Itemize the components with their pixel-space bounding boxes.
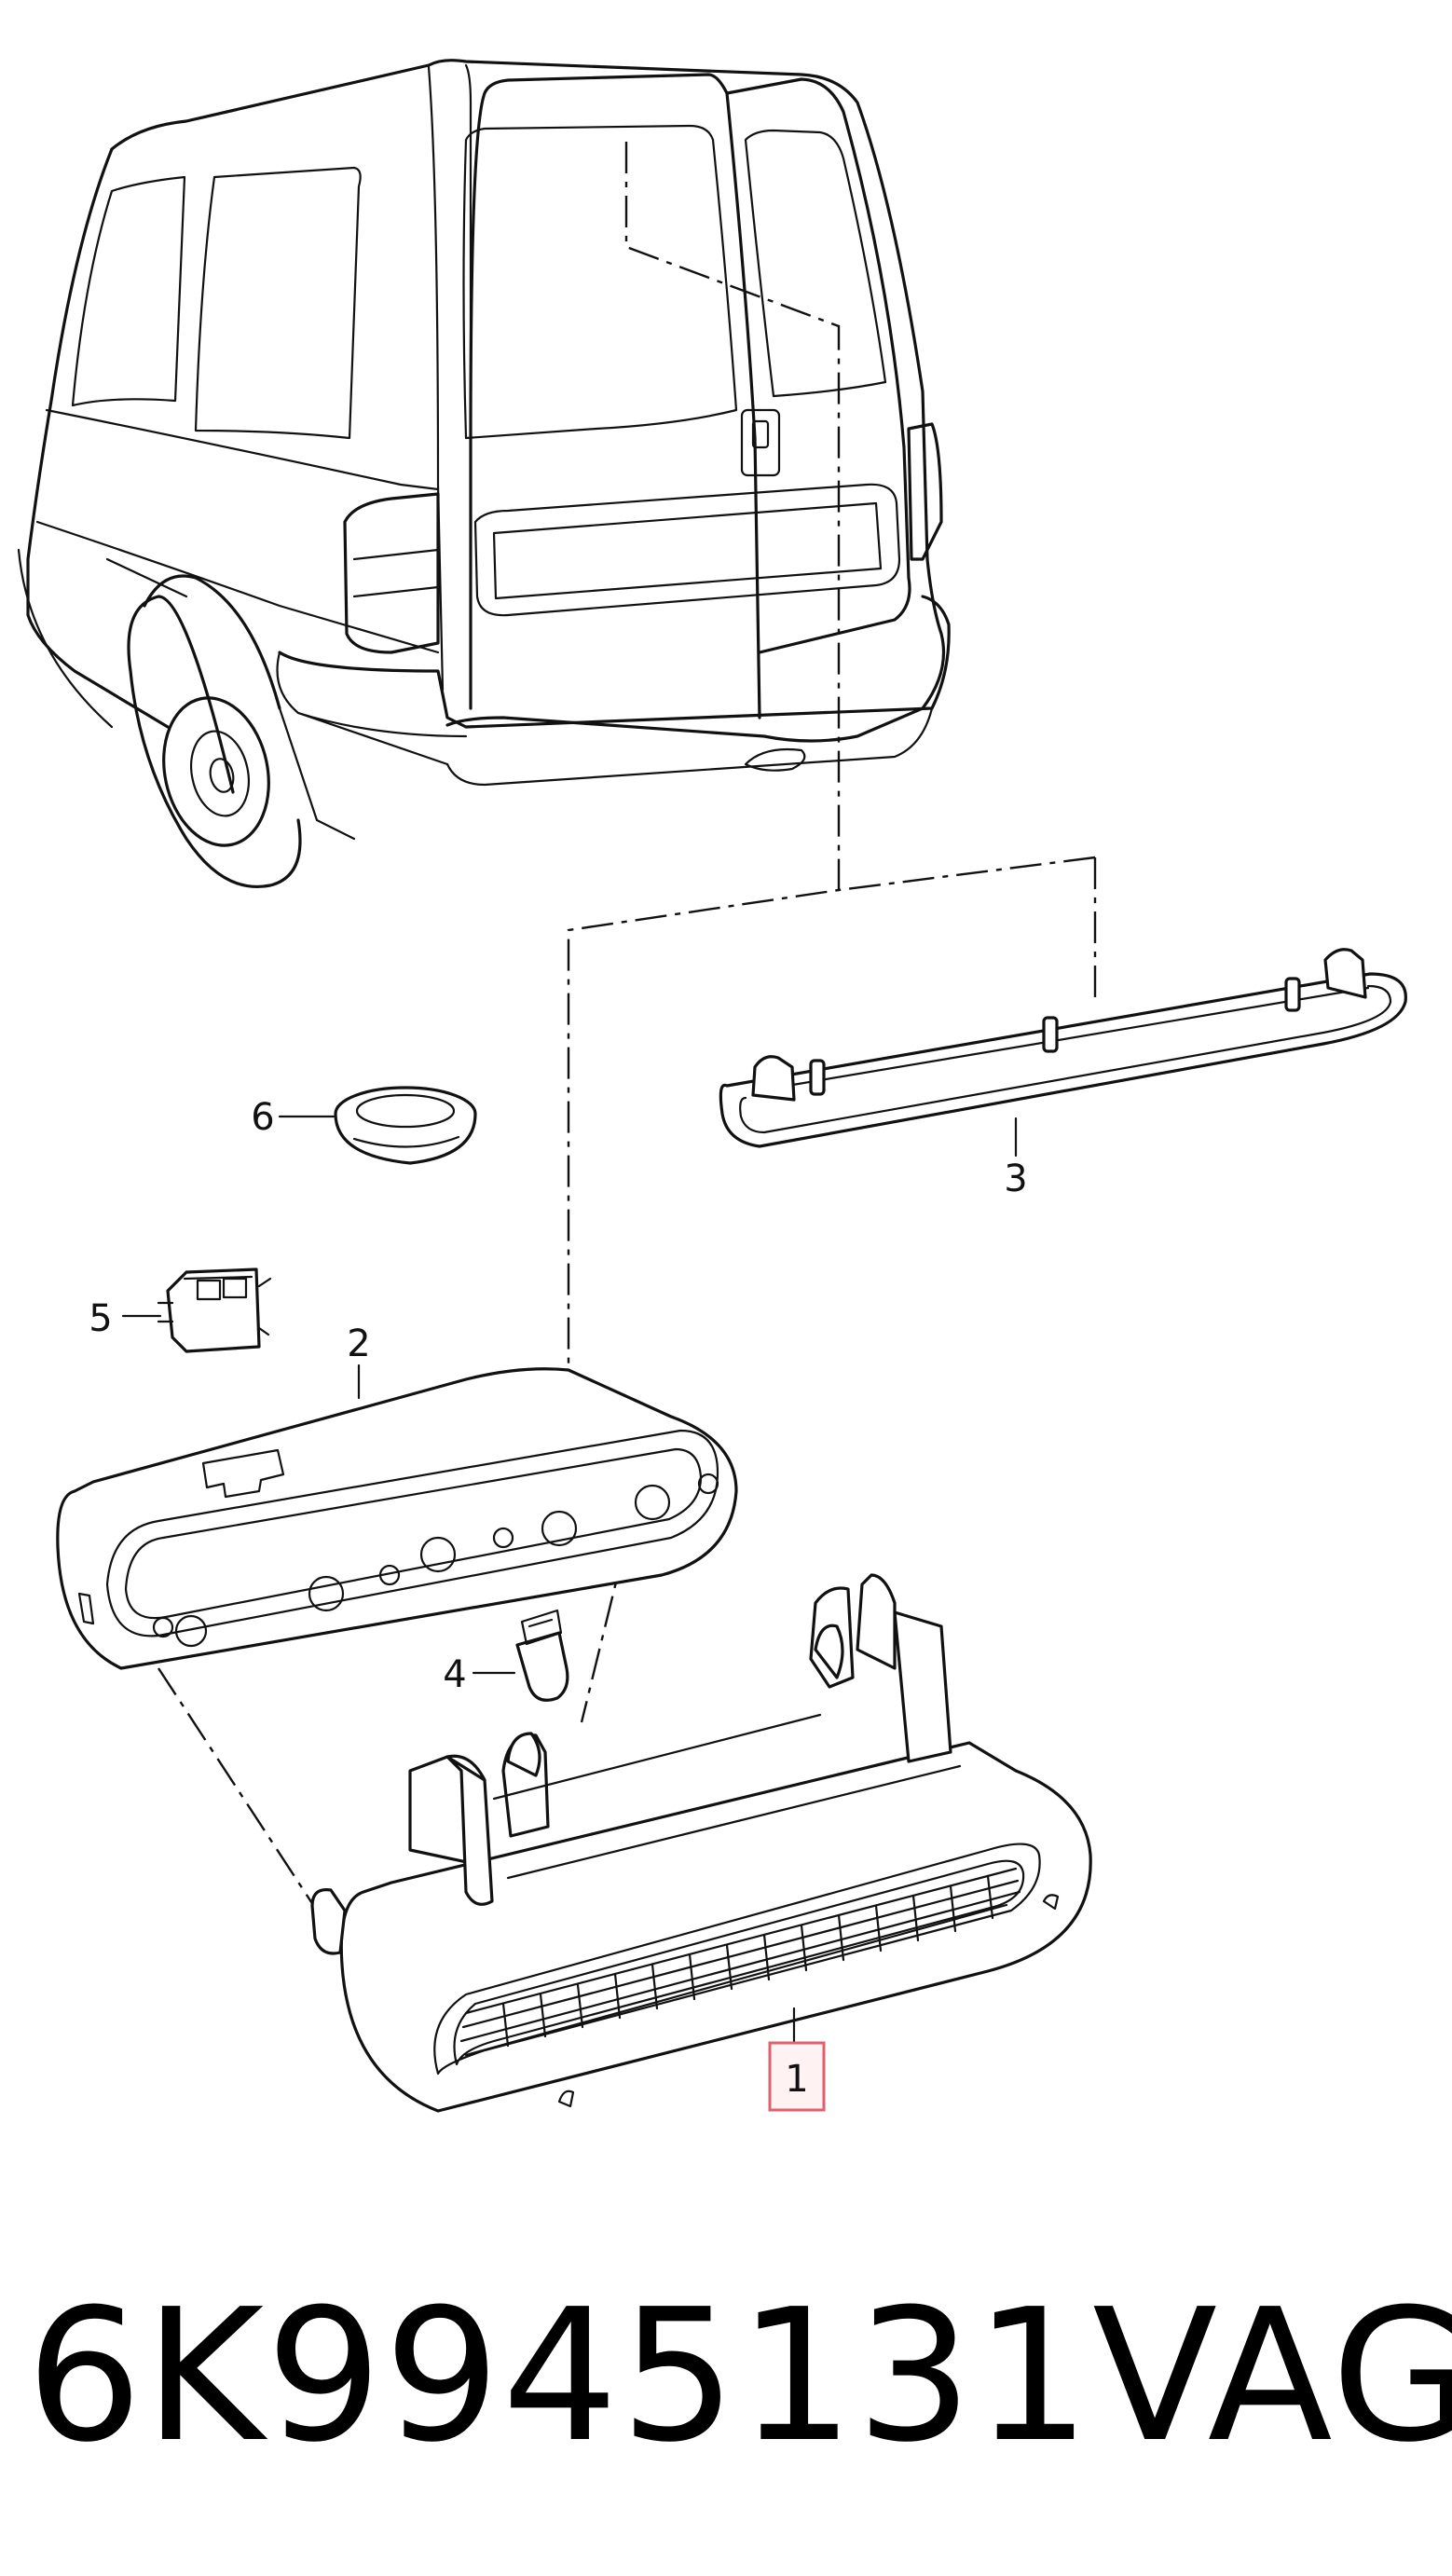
part-footer: 6K9945131 VAG bbox=[26, 2265, 1452, 2488]
callout-1-highlight bbox=[768, 2041, 826, 2112]
part-number: 6K9945131 bbox=[26, 2270, 1093, 2483]
part-4-bulb: 4 bbox=[443, 1609, 569, 1702]
part-6-grommet: 6 bbox=[251, 1086, 477, 1165]
lens-grid bbox=[459, 1867, 1021, 2057]
brand-name: VAG bbox=[1092, 2270, 1452, 2483]
callout-6: 6 bbox=[251, 1096, 274, 1139]
part-1-brake-lamp: 1 bbox=[310, 1573, 1092, 2113]
van-illustration bbox=[17, 59, 951, 888]
callout-2: 2 bbox=[347, 1322, 370, 1365]
part-2-housing: 2 bbox=[56, 1322, 738, 1670]
callout-4: 4 bbox=[443, 1653, 466, 1696]
callout-5: 5 bbox=[89, 1297, 112, 1340]
assembly-leaders bbox=[157, 142, 1097, 1911]
callout-3: 3 bbox=[1004, 1158, 1027, 1200]
part-3-gasket-strip: 3 bbox=[719, 948, 1407, 1200]
part-5-connector: 5 bbox=[89, 1267, 272, 1353]
callout-1: 1 bbox=[785, 2058, 808, 2101]
